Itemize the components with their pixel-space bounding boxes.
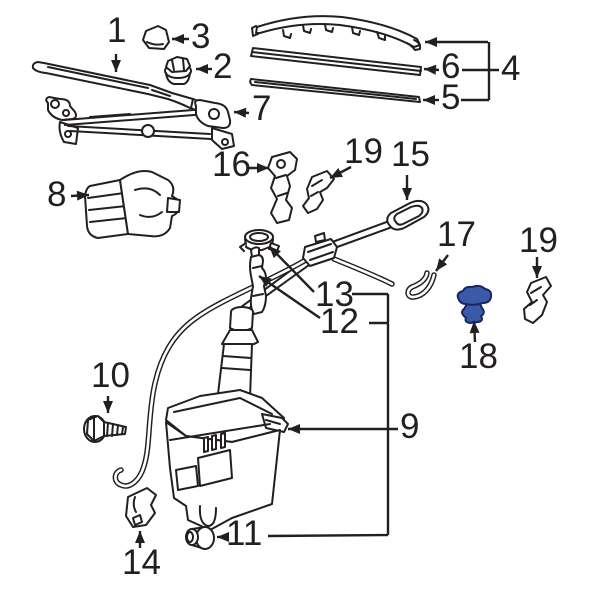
inlet-tube-art[interactable] bbox=[249, 246, 267, 315]
arm-nut-art[interactable] bbox=[164, 56, 192, 85]
callout-14[interactable]: 14 bbox=[122, 543, 161, 582]
callout-9[interactable]: 9 bbox=[400, 407, 420, 446]
grommet-art[interactable] bbox=[185, 526, 215, 550]
callout-11[interactable]: 11 bbox=[226, 514, 263, 553]
hose-elbow-art[interactable] bbox=[405, 270, 437, 300]
callout-12[interactable]: 12 bbox=[320, 302, 359, 341]
callout-4[interactable]: 4 bbox=[501, 49, 521, 88]
blade-insert-art[interactable] bbox=[249, 78, 421, 103]
nozzle-art[interactable] bbox=[302, 170, 335, 214]
washer-hose-art[interactable] bbox=[112, 199, 430, 489]
wiper-linkage-art[interactable] bbox=[45, 96, 235, 150]
callout-8[interactable]: 8 bbox=[47, 175, 67, 214]
callout-10[interactable]: 10 bbox=[91, 356, 130, 395]
callout-17[interactable]: 17 bbox=[437, 215, 476, 254]
washer-reservoir-art[interactable] bbox=[165, 306, 289, 531]
callout-1[interactable]: 1 bbox=[107, 11, 127, 50]
callout-19a[interactable]: 19 bbox=[344, 132, 383, 171]
bolt-art[interactable] bbox=[83, 415, 127, 443]
callout-18[interactable]: 18 bbox=[459, 337, 498, 376]
callout-19b[interactable]: 19 bbox=[519, 221, 558, 260]
pivot-cap-art[interactable] bbox=[142, 25, 170, 50]
hose-bracket-art[interactable] bbox=[267, 151, 298, 224]
callout-15[interactable]: 15 bbox=[391, 135, 430, 174]
shield-art[interactable] bbox=[125, 487, 157, 528]
wiper-blade-frame-art[interactable] bbox=[251, 15, 422, 51]
callout-5[interactable]: 5 bbox=[441, 78, 461, 117]
callout-2[interactable]: 2 bbox=[213, 47, 233, 86]
callout-6[interactable]: 6 bbox=[441, 47, 461, 86]
highlighted-grommet-art[interactable] bbox=[456, 284, 493, 324]
wiper-motor-art[interactable] bbox=[84, 170, 181, 239]
nozzle-art[interactable] bbox=[523, 276, 552, 324]
callout-7[interactable]: 7 bbox=[252, 89, 272, 128]
blade-rubber-art[interactable] bbox=[250, 47, 422, 76]
callout-13[interactable]: 13 bbox=[315, 275, 354, 314]
callout-16[interactable]: 16 bbox=[212, 145, 251, 184]
leader-lines bbox=[70, 34, 542, 548]
callout-3[interactable]: 3 bbox=[191, 17, 211, 56]
